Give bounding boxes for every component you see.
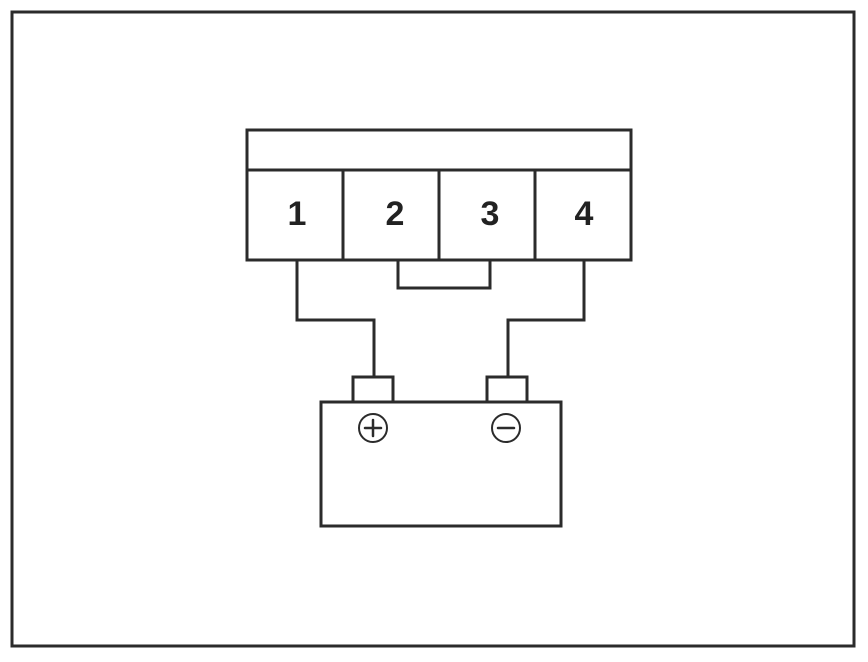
battery-negative-terminal (485, 375, 529, 404)
minus-icon (491, 413, 521, 443)
jumper-wire-2-3 (396, 258, 492, 290)
connector-pin-cell-3 (437, 168, 537, 262)
wire-pin4-to-negative (506, 258, 586, 379)
battery (319, 375, 563, 528)
pin-label-1: 1 (288, 195, 307, 233)
connector-pin-cell-4 (533, 168, 633, 262)
wire-pin1-to-positive (295, 258, 376, 379)
pin-label-2: 2 (386, 195, 405, 233)
connector-pin-cell-2 (341, 168, 441, 262)
connector-header (245, 128, 633, 172)
battery-body (319, 400, 563, 528)
connector: 1 2 3 4 (245, 128, 633, 262)
pin-label-3: 3 (481, 195, 500, 233)
connector-pin-cell-1 (245, 168, 345, 262)
battery-positive-terminal (351, 375, 395, 404)
pin-label-4: 4 (575, 195, 594, 233)
diagram-frame (10, 10, 856, 648)
plus-icon (358, 413, 388, 443)
